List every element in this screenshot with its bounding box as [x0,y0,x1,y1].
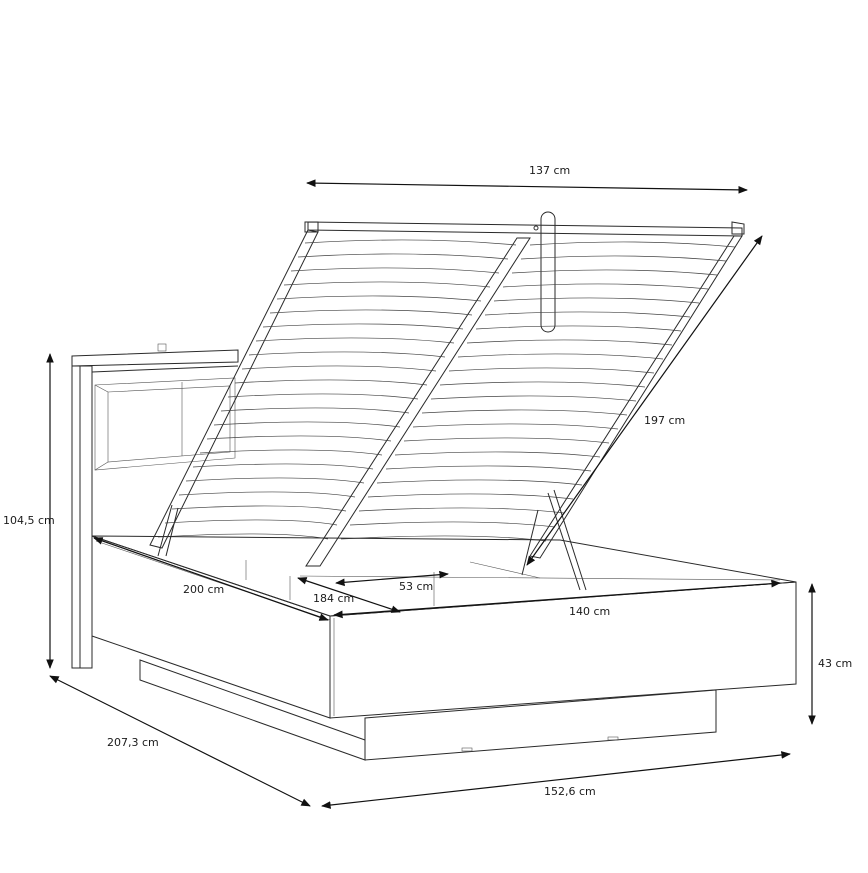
bed-base [91,535,797,761]
dim-label-43: 43 cm [818,657,853,670]
dim-label-207-3: 207,3 cm [107,736,159,749]
dim-label-140: 140 cm [569,605,611,618]
dim-label-53: 53 cm [399,580,434,593]
dimension-lines [46,179,816,809]
dim-label-197: 197 cm [644,414,686,427]
dim-label-184: 184 cm [313,592,355,605]
dim-label-137: 137 cm [529,164,571,177]
slats [157,239,736,542]
dim-label-200: 200 cm [183,583,225,596]
headboard [71,343,239,669]
lifted-slat-frame [149,211,745,591]
dim-label-104-5: 104,5 cm [3,514,55,527]
dim-label-152-6: 152,6 cm [544,785,596,798]
